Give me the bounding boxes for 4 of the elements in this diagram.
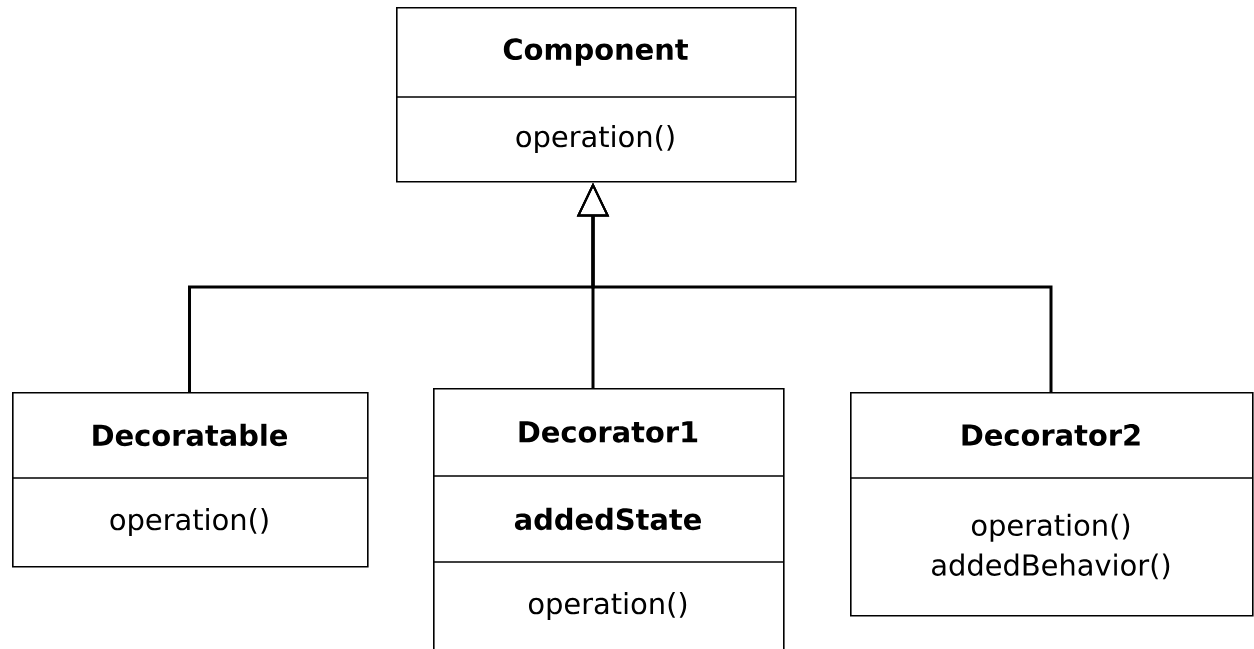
class-box: Component operation() xyxy=(395,7,797,183)
class-box: Decoratable operation() xyxy=(11,392,369,568)
class-box: Decorator1 addedState operation() xyxy=(432,388,785,649)
class-box: Decorator2 operation() addedBehavior() xyxy=(849,392,1254,617)
